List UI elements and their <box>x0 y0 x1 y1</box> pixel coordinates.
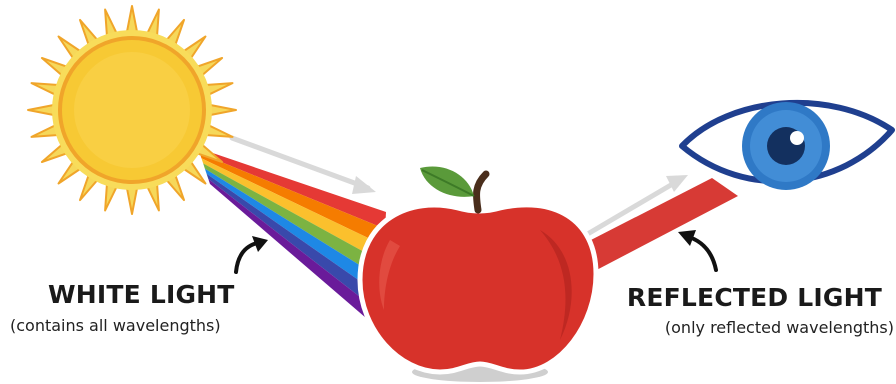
spectrum-band <box>206 173 382 314</box>
sun-ray <box>206 103 237 117</box>
sun-icon <box>27 5 237 215</box>
spectrum-band <box>201 158 385 263</box>
sun-ray <box>27 103 58 117</box>
white-light-beam <box>198 148 386 330</box>
reflected-light-title: REFLECTED LIGHT <box>626 283 882 312</box>
white-light-subtitle: (contains all wavelengths) <box>10 316 221 335</box>
direction-arrow-icon <box>229 135 376 194</box>
apple-icon <box>357 166 599 382</box>
sun-ray <box>125 184 139 215</box>
spectrum-band <box>199 153 386 246</box>
curved-arrow-icon <box>678 230 696 246</box>
curved-arrow-icon <box>252 236 268 252</box>
white-light-title: WHITE LIGHT <box>48 280 235 309</box>
eye-icon <box>679 99 895 190</box>
spectrum-band <box>208 178 381 330</box>
spectrum-band <box>204 168 383 297</box>
spectrum-band <box>203 163 384 280</box>
spectrum-band <box>198 148 386 229</box>
sun-ray <box>125 5 139 36</box>
reflected-light-subtitle: (only reflected wavelengths) <box>664 318 894 337</box>
direction-arrow-icon <box>571 175 688 245</box>
